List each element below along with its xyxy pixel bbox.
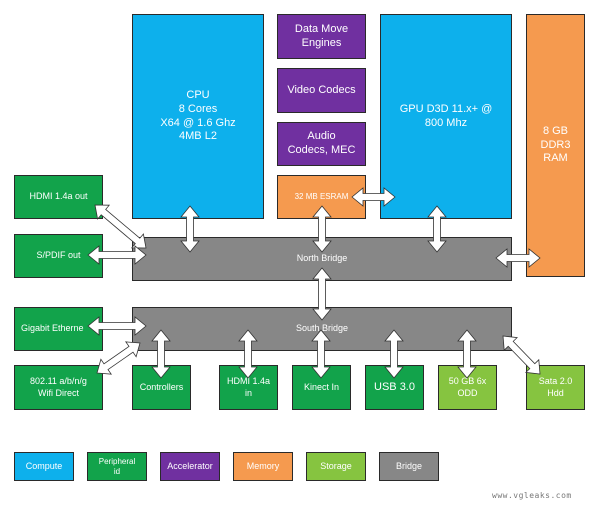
legend-accelerator: Accelerator — [160, 452, 220, 481]
north-bridge: North Bridge — [132, 237, 512, 281]
gpu-block: GPU D3D 11.x+ @ 800 Mhz — [380, 14, 512, 219]
kinect-in-block: Kinect In — [292, 365, 351, 410]
esram-block: 32 MB ESRAM — [277, 175, 366, 219]
data-move-engines-block: Data Move Engines — [277, 14, 366, 59]
wifi-block: 802.11 a/b/n/g Wifi Direct — [14, 365, 103, 410]
south-bridge: South Bridge — [132, 307, 512, 351]
legend-compute: Compute — [14, 452, 74, 481]
ram-block: 8 GB DDR3 RAM — [526, 14, 585, 277]
legend-bridge: Bridge — [379, 452, 439, 481]
legend-peripheral: Peripheral id — [87, 452, 147, 481]
legend-storage: Storage — [306, 452, 366, 481]
audio-codecs-block: Audio Codecs, MEC — [277, 122, 366, 166]
spdif-out-block: S/PDIF out — [14, 234, 103, 278]
legend-memory: Memory — [233, 452, 293, 481]
hdmi-out-block: HDMI 1.4a out — [14, 175, 103, 219]
controllers-block: Controllers — [132, 365, 191, 410]
odd-block: 50 GB 6x ODD — [438, 365, 497, 410]
video-codecs-block: Video Codecs — [277, 68, 366, 113]
hdmi-in-block: HDMI 1.4a in — [219, 365, 278, 410]
usb-block: USB 3.0 — [365, 365, 424, 410]
watermark: www.vgleaks.com — [492, 491, 572, 500]
gigabit-ethernet-block: Gigabit Etherne — [14, 307, 103, 351]
cpu-block: CPU 8 Cores X64 @ 1.6 Ghz 4MB L2 — [132, 14, 264, 219]
sata-hdd-block: Sata 2.0 Hdd — [526, 365, 585, 410]
